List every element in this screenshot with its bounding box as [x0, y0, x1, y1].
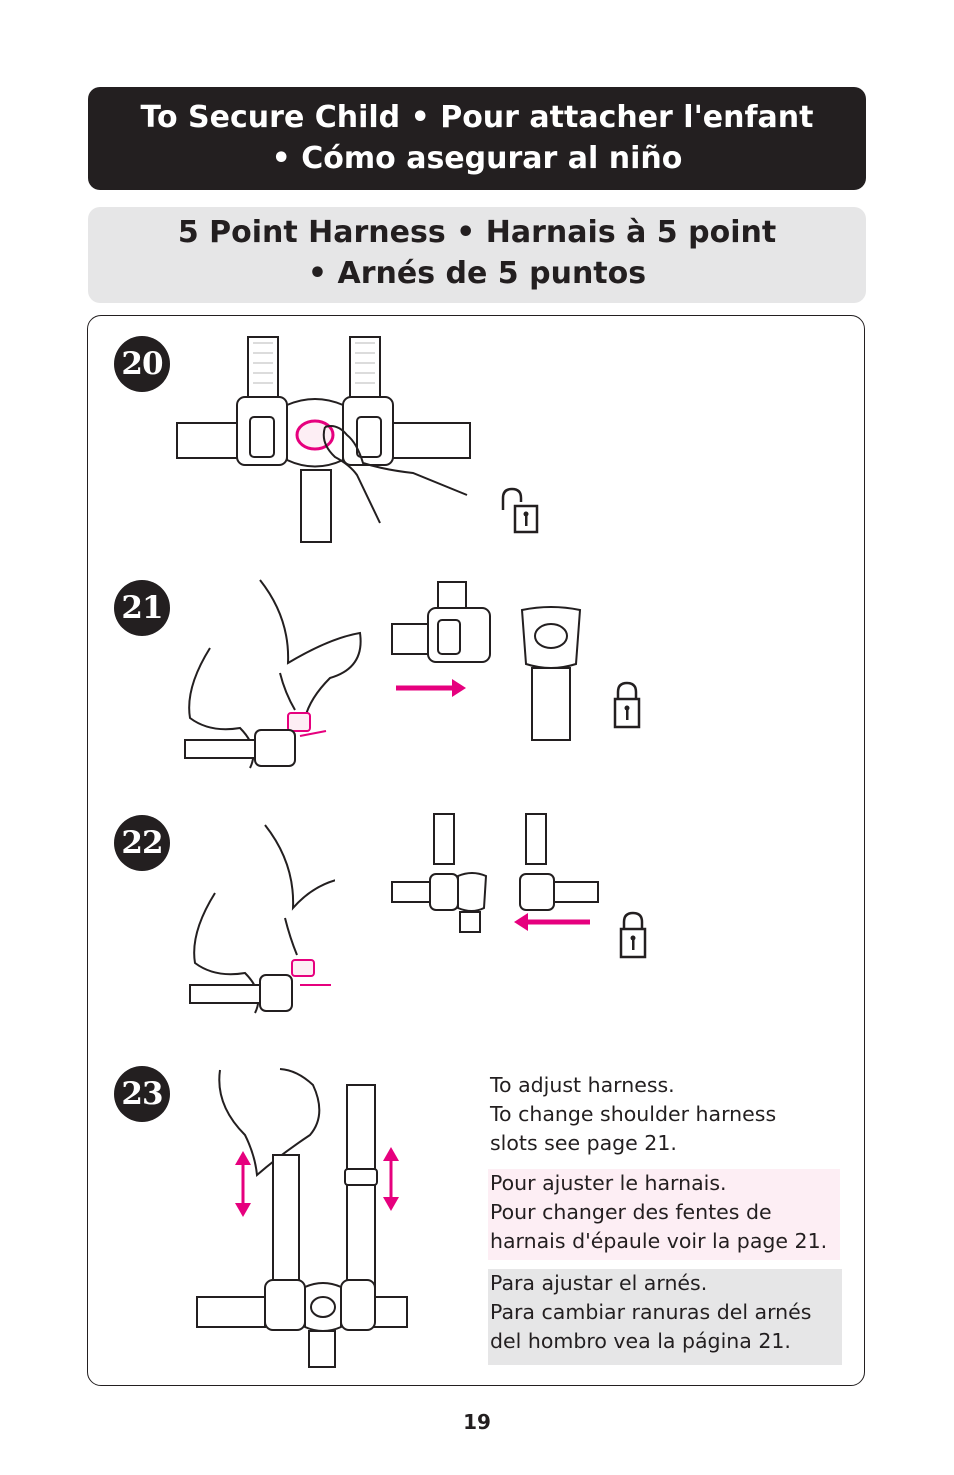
buckle-insert-illustration [391, 581, 491, 697]
instruction-es-line-3: del hombro vea la página 21. [490, 1329, 791, 1353]
instruction-en-line-2: To change shoulder harness [490, 1102, 777, 1126]
locked-padlock-icon [613, 681, 641, 729]
instruction-text-french: Pour ajuster le harnais. Pour changer de… [488, 1169, 840, 1260]
step-20-badge: 20 [114, 336, 170, 392]
instruction-panel [87, 315, 865, 1386]
section-title-banner: To Secure Child • Pour attacher l'enfant… [88, 87, 866, 190]
harness-buckle-press-illustration [176, 336, 471, 543]
instruction-fr-line-3: harnais d'épaule voir la page 21. [490, 1229, 828, 1253]
instruction-fr-line-2: Pour changer des fentes de [490, 1200, 772, 1224]
buckle-insert-illustration [391, 813, 599, 933]
buckle-receiver-illustration [520, 606, 582, 741]
instruction-text-spanish: Para ajustar el arnés. Para cambiar ranu… [488, 1269, 842, 1365]
hand-holding-tongue-illustration [184, 579, 362, 769]
subsection-title-line-1: 5 Point Harness • Harnais à 5 point [177, 215, 777, 250]
instruction-fr-line-1: Pour ajuster le harnais. [490, 1171, 727, 1195]
step-22-badge: 22 [114, 815, 170, 871]
section-title-line-1: To Secure Child • Pour attacher l'enfant [140, 100, 814, 135]
locked-padlock-icon [619, 911, 647, 959]
hand-holding-tongue-illustration [189, 824, 335, 1014]
instruction-en-line-1: To adjust harness. [490, 1073, 675, 1097]
instruction-en-line-3: slots see page 21. [490, 1131, 677, 1155]
page-number: 19 [463, 1410, 491, 1434]
instruction-text-english: To adjust harness. To change shoulder ha… [490, 1071, 840, 1158]
step-23-badge: 23 [114, 1066, 170, 1122]
subsection-title-line-2: • Arnés de 5 puntos [307, 256, 647, 291]
subsection-title-banner: 5 Point Harness • Harnais à 5 point • Ar… [88, 207, 866, 303]
hand-pulling-strap-illustration [196, 1068, 408, 1368]
step-21-badge: 21 [114, 580, 170, 636]
unlocked-padlock-icon [501, 487, 539, 534]
section-title-line-2: • Cómo asegurar al niño [271, 141, 683, 176]
up-down-arrow-icon [235, 1147, 399, 1217]
instruction-es-line-2: Para cambiar ranuras del arnés [490, 1300, 812, 1324]
instruction-es-line-1: Para ajustar el arnés. [490, 1271, 708, 1295]
